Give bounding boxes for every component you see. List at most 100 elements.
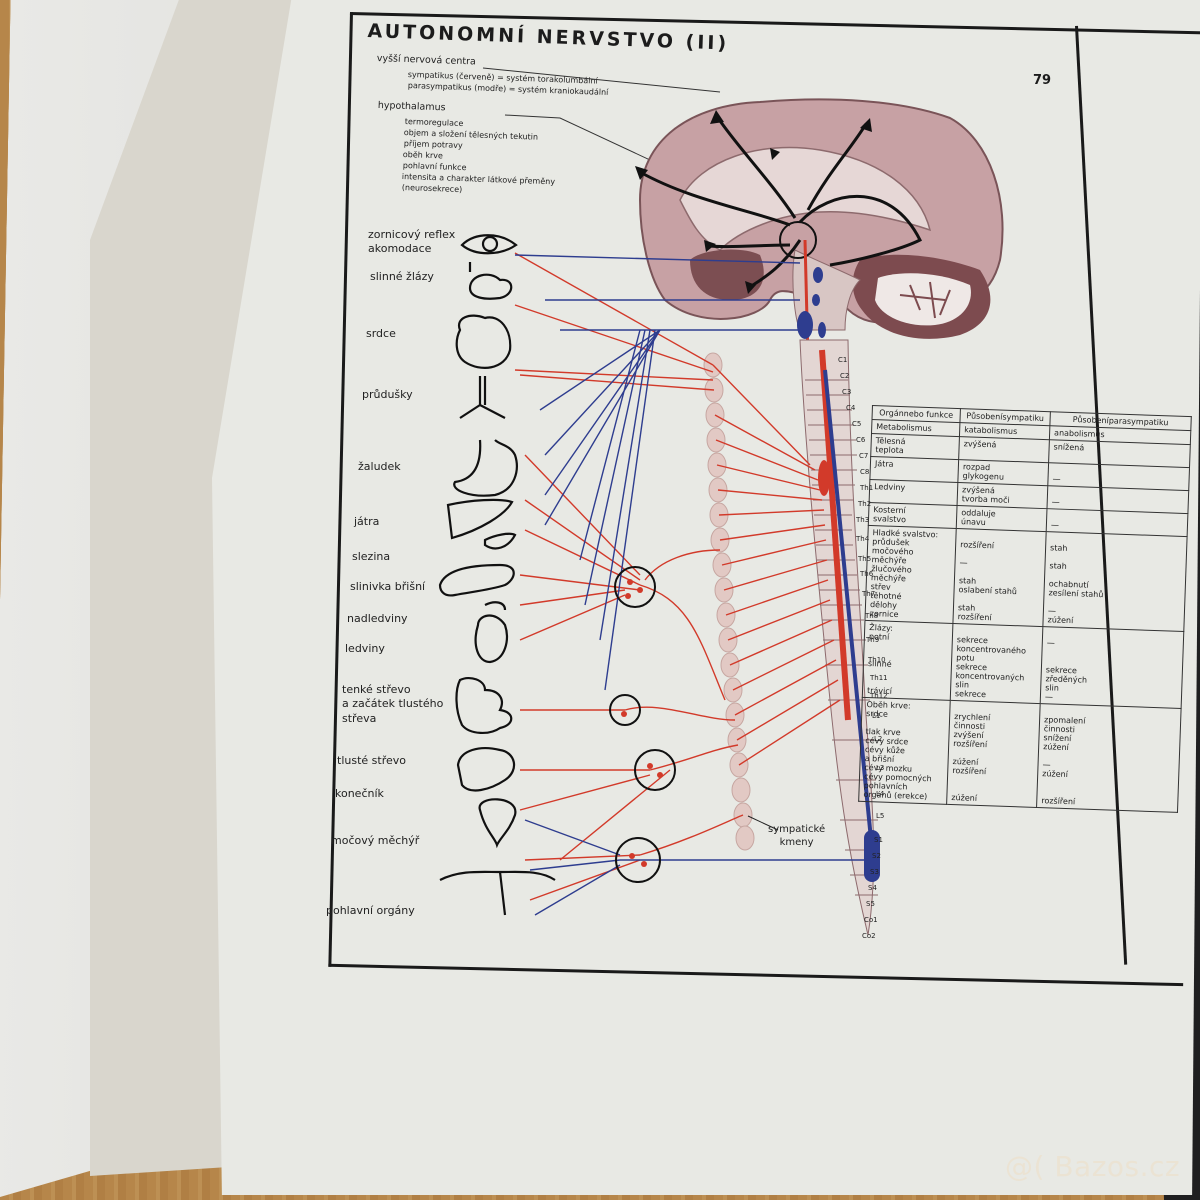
segment-label: C8 — [860, 468, 870, 476]
label-line: zornicový reflex — [368, 228, 456, 241]
cell-parasympathetic: stah stah ochabnutí zesílení stahů —zúže… — [1042, 531, 1188, 632]
segment-label: L5 — [876, 812, 885, 820]
organ-label-bronchi: průdušky — [362, 388, 413, 401]
parasympathetic-fibers — [514, 254, 870, 916]
segment-label: Th5 — [858, 555, 872, 563]
segment-label: Th1 — [860, 484, 874, 492]
small-intestine-icon — [455, 676, 513, 734]
eye-icon — [460, 234, 518, 255]
bronchi-icon — [459, 376, 506, 419]
segment-label: L2 — [874, 735, 883, 743]
watermark: @( Bazos.cz — [1005, 1150, 1181, 1183]
organ-label-bladder: močový měchýř — [331, 834, 420, 847]
leader-line — [482, 67, 721, 93]
label-line: tenké střevo — [342, 683, 411, 696]
sympathetic-fibers — [514, 252, 841, 901]
label-line: akomodace — [368, 242, 432, 256]
segment-label: Th10 — [868, 656, 886, 664]
sympathetic-trunk-label: sympatické kmeny — [768, 823, 825, 849]
segment-label: C1 — [838, 356, 848, 364]
segment-label: Th11 — [870, 674, 888, 682]
organ-label-liver: játra — [354, 515, 380, 528]
cell-organ: Žlázy:potní slinné trávicí — [862, 620, 953, 701]
organ-label-genitals: pohlavní orgány — [326, 904, 415, 917]
organ-icons — [438, 234, 556, 916]
segment-label: Th3 — [856, 516, 870, 524]
salivary-gland-icon — [468, 262, 513, 300]
bladder-icon — [478, 798, 517, 849]
organ-label-kidneys: ledviny — [345, 642, 385, 655]
trunk-leader-line — [747, 815, 779, 831]
segment-label: Th12 — [870, 692, 888, 700]
segment-label: Th2 — [858, 500, 872, 508]
organ-label-pancreas: slinivka břišní — [350, 580, 426, 593]
heart-icon — [455, 314, 512, 369]
organ-label-colon: tlusté střevo — [337, 754, 406, 767]
segment-label: Co1 — [864, 916, 878, 924]
segment-label: Th7 — [862, 590, 876, 598]
colon-icon — [456, 747, 516, 792]
cell-sympathetic: zvýšená — [958, 436, 1050, 463]
segment-label: Th9 — [866, 636, 880, 644]
organ-label-rectum: konečník — [335, 787, 384, 800]
segment-label: S5 — [866, 900, 875, 908]
organ-label-stomach: žaludek — [358, 460, 401, 473]
label-line: sympatické — [768, 824, 826, 835]
segment-label: Th4 — [856, 535, 870, 543]
uterus-icon — [439, 870, 556, 916]
organ-label-pupil: zornicový reflex akomodace — [368, 228, 455, 257]
segment-label: L3 — [876, 764, 885, 772]
liver-icon — [446, 498, 514, 540]
page-number: 79 — [1033, 73, 1052, 88]
cell-organ: Játra — [869, 456, 959, 483]
organ-label-salivary-glands: slinné žlázy — [370, 270, 434, 283]
segment-label: S3 — [870, 868, 879, 876]
segment-label: C7 — [859, 452, 869, 460]
cell-organ: Ledviny — [869, 479, 958, 506]
autonomic-effects-table: Orgánnebo funkce Působenísympatiku Působ… — [858, 405, 1192, 813]
segment-label: Th6 — [860, 570, 874, 578]
stomach-icon — [453, 439, 518, 497]
sympathetic-trunk — [703, 352, 755, 851]
segment-label: L1 — [872, 712, 881, 720]
label-line: střeva — [342, 711, 377, 725]
pancreas-icon — [438, 563, 515, 597]
organ-label-spleen: slezina — [352, 550, 391, 563]
brain-illustration — [635, 98, 1004, 361]
segment-label: S4 — [868, 884, 877, 892]
spinal-cord — [799, 339, 880, 936]
organ-label-small-intestine: tenké střevo a začátek tlustého střeva — [342, 683, 443, 726]
segment-label: Co2 — [862, 932, 876, 940]
segment-label: S2 — [872, 852, 881, 860]
segment-label: S1 — [874, 836, 883, 844]
segment-label: C2 — [840, 372, 850, 380]
parasympathetic-column — [823, 369, 877, 881]
segment-label: C3 — [842, 388, 852, 396]
label-line: kmeny — [779, 837, 814, 848]
segment-label: C6 — [856, 436, 866, 444]
sympathetic-column — [819, 349, 851, 721]
ganglia — [609, 566, 676, 883]
segment-label: L4 — [876, 790, 885, 798]
segment-label: C5 — [852, 420, 862, 428]
adrenal-kidney-icon — [474, 601, 508, 664]
organ-label-heart: srdce — [366, 327, 396, 340]
spleen-icon — [483, 532, 517, 550]
table-row: Žlázy:potní slinné trávicí sekrece konce… — [862, 620, 1184, 709]
organ-label-adrenals: nadledviny — [347, 612, 408, 625]
